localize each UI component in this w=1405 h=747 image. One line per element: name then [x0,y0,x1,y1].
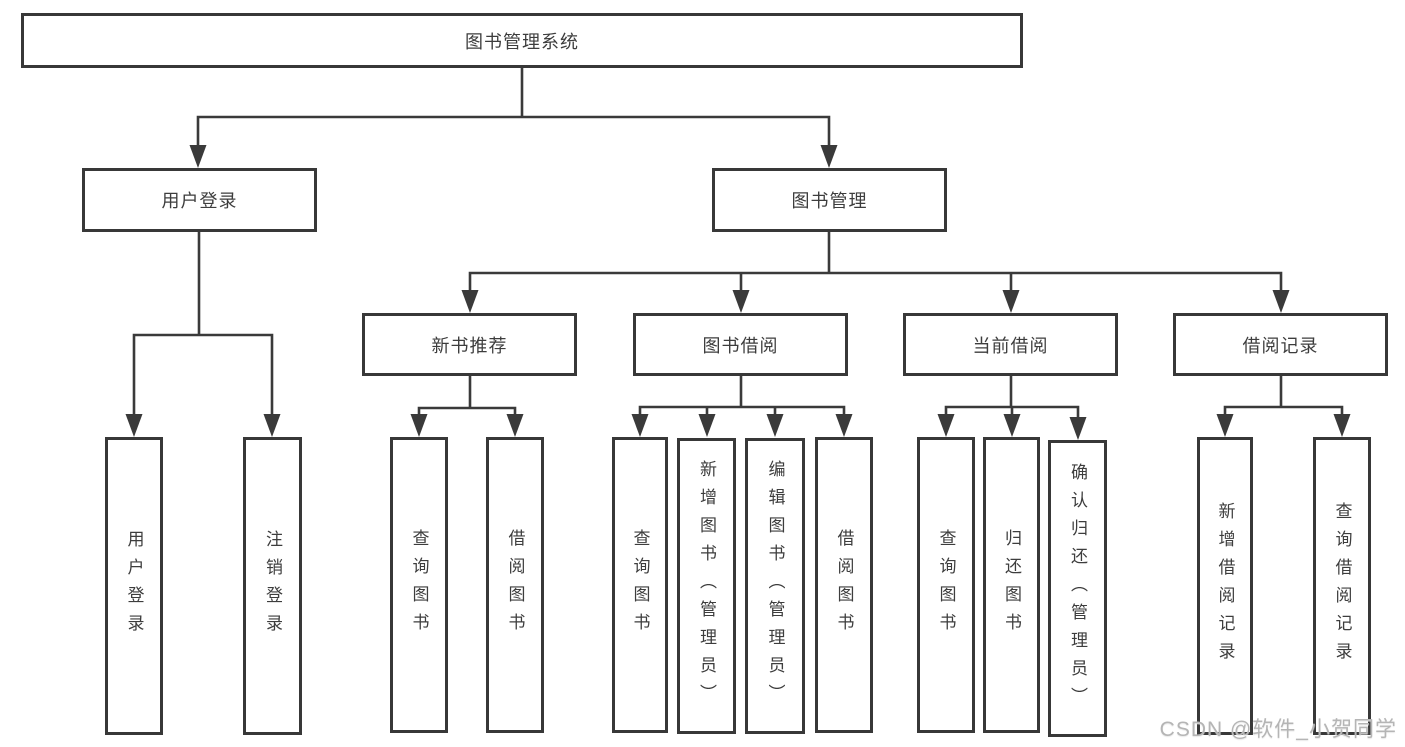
leaf-edit-book-admin: 编辑图书（管理员） [745,438,805,734]
leaf-query-borrow-record-label: 查询借阅记录 [1332,502,1352,670]
node-library-system: 图书管理系统 [21,13,1023,68]
leaf-query-books-current-label: 查询图书 [936,529,956,641]
leaf-query-books-borrowing: 查询图书 [612,437,668,733]
leaf-confirm-return-admin-label: 确认归还（管理员） [1068,462,1087,715]
node-book-borrowing: 图书借阅 [633,313,848,376]
leaf-add-borrow-record-label: 新增借阅记录 [1215,502,1235,670]
leaf-query-books-recommend: 查询图书 [390,437,448,733]
leaf-add-borrow-record: 新增借阅记录 [1197,437,1253,735]
node-book-management: 图书管理 [712,168,947,232]
leaf-logout: 注销登录 [243,437,302,735]
leaf-add-book-admin-label: 新增图书（管理员） [697,460,716,712]
leaf-confirm-return-admin: 确认归还（管理员） [1048,440,1107,737]
leaf-user-login-label: 用户登录 [124,530,144,642]
leaf-query-borrow-record: 查询借阅记录 [1313,437,1371,735]
csdn-watermark: CSDN @软件_小贺同学 [1159,718,1397,741]
node-new-book-recommendation: 新书推荐 [362,313,577,376]
connector-lines [132,68,1344,418]
leaf-query-books-recommend-label: 查询图书 [409,529,429,641]
node-user-login-label: 用户登录 [161,191,238,211]
leaf-return-books-label: 归还图书 [1002,529,1021,641]
node-borrowing-records: 借阅记录 [1173,313,1388,376]
node-library-system-label: 图书管理系统 [465,31,579,52]
node-borrowing-records-label: 借阅记录 [1242,335,1319,356]
leaf-borrow-books-recommend-label: 借阅图书 [505,529,525,641]
leaf-user-login: 用户登录 [105,437,163,735]
arrowheads [125,145,1351,440]
leaf-query-books-current: 查询图书 [917,437,975,733]
leaf-query-books-borrowing-label: 查询图书 [630,529,650,641]
node-book-borrowing-label: 图书借阅 [702,335,779,356]
leaf-return-books: 归还图书 [983,437,1040,733]
node-book-management-label: 图书管理 [791,191,868,211]
leaf-add-book-admin: 新增图书（管理员） [677,438,736,734]
node-user-login: 用户登录 [82,168,317,232]
leaf-edit-book-admin-label: 编辑图书（管理员） [765,460,785,712]
leaf-logout-label: 注销登录 [263,530,282,642]
leaf-borrow-books-borrowing: 借阅图书 [815,437,873,733]
leaf-borrow-books-borrowing-label: 借阅图书 [834,529,854,641]
node-new-book-recommendation-label: 新书推荐 [431,335,508,356]
leaf-borrow-books-recommend: 借阅图书 [486,437,544,733]
node-current-borrowing: 当前借阅 [903,313,1118,376]
node-current-borrowing-label: 当前借阅 [972,335,1049,356]
